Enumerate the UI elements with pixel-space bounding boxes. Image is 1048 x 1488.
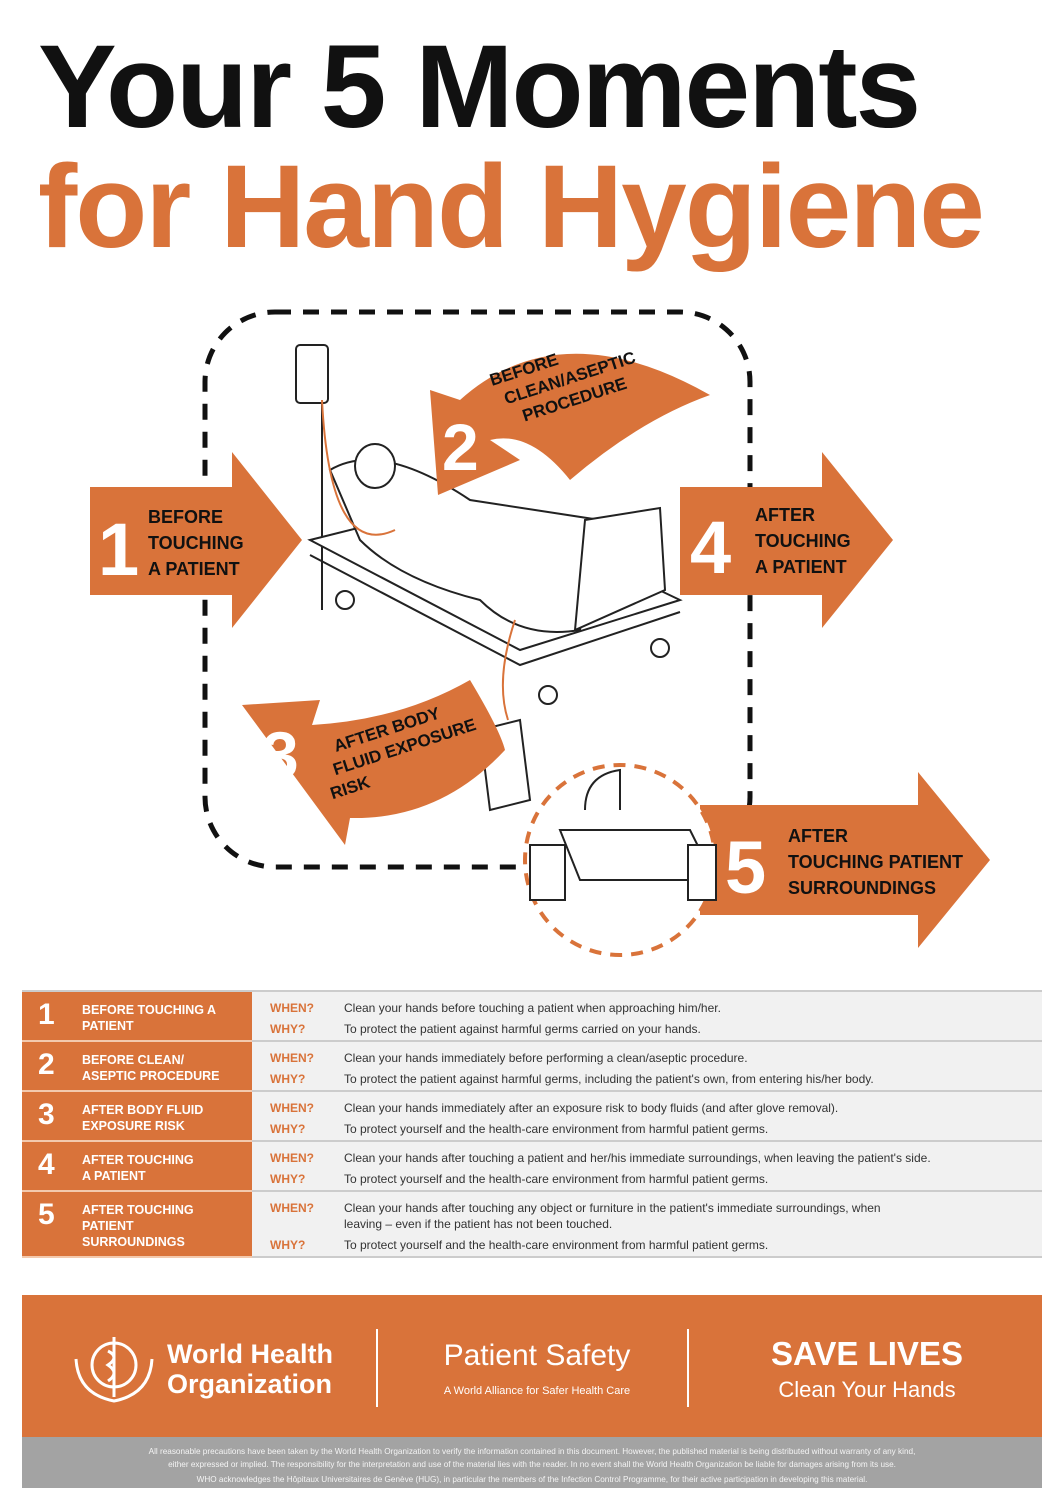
- when-label: WHEN?: [270, 1051, 314, 1065]
- moment-3-arrow: 3 AFTER BODY FLUID EXPOSURE RISK: [242, 680, 505, 845]
- why-label: WHY?: [270, 1122, 306, 1136]
- why-label: WHY?: [270, 1238, 306, 1252]
- moment-4-arrow: 4 AFTER TOUCHING A PATIENT: [680, 452, 893, 628]
- table-row: 3 AFTER BODY FLUID EXPOSURE RISK WHEN? Cle…: [22, 1092, 1042, 1142]
- moment-5-label: AFTER: [788, 826, 848, 846]
- row-details: WHEN? Clean your hands immediately before…: [252, 1042, 1042, 1090]
- row-header: 5 AFTER TOUCHING PATIENT SURROUNDINGS: [22, 1192, 252, 1258]
- why-text: To protect yourself and the health-care …: [344, 1172, 769, 1186]
- moment-1-arrow: 1 BEFORE TOUCHING A PATIENT: [90, 452, 302, 628]
- when-label: WHEN?: [270, 1151, 314, 1165]
- moment-5-label: SURROUNDINGS: [788, 878, 936, 898]
- disclaimer-line: All reasonable precautions have been tak…: [148, 1447, 916, 1456]
- table-row: 5 AFTER TOUCHING PATIENT SURROUNDINGS WHE…: [22, 1192, 1042, 1258]
- patient-safety-title: Patient Safety: [443, 1339, 631, 1372]
- when-text: Clean your hands immediately before perf…: [344, 1051, 748, 1065]
- row-header: 2 BEFORE CLEAN/ ASEPTIC PROCEDURE: [22, 1042, 252, 1092]
- row-number: 3: [38, 1098, 55, 1131]
- when-text: Clean your hands immediately after an ex…: [344, 1101, 839, 1115]
- surroundings-illustration: [529, 768, 717, 901]
- moment-4-label: A PATIENT: [755, 557, 847, 577]
- moment-2-number: 2: [442, 410, 479, 484]
- row-details: WHEN? Clean your hands after touching any…: [252, 1192, 1042, 1256]
- table-row: 2 BEFORE CLEAN/ ASEPTIC PROCEDURE WHEN? Cl…: [22, 1042, 1042, 1092]
- who-emblem-icon: [74, 1337, 154, 1403]
- who-line-2: Organization: [167, 1369, 333, 1399]
- title-line-1: Your 5 Moments: [38, 21, 921, 153]
- row-header: 3 AFTER BODY FLUID EXPOSURE RISK: [22, 1092, 252, 1142]
- when-text: Clean your hands before touching a patie…: [344, 1001, 721, 1015]
- patient-zone-border: [202, 309, 753, 870]
- row-details: WHEN? Clean your hands immediately after …: [252, 1092, 1042, 1140]
- when-text: Clean your hands after touching any obje…: [344, 1201, 881, 1231]
- moment-1-label: A PATIENT: [148, 559, 240, 579]
- who-line-1: World Health: [167, 1339, 334, 1369]
- row-details: WHEN? Clean your hands before touching a …: [252, 992, 1042, 1040]
- when-label: WHEN?: [270, 1101, 314, 1115]
- row-label: BEFORE CLEAN/ ASEPTIC PROCEDURE: [82, 1053, 220, 1083]
- why-text: To protect the patient against harmful g…: [344, 1022, 701, 1036]
- patient-bed-illustration: [295, 344, 683, 812]
- row-label: AFTER TOUCHING A PATIENT: [82, 1153, 194, 1183]
- why-label: WHY?: [270, 1172, 306, 1186]
- why-text: To protect yourself and the health-care …: [344, 1122, 769, 1136]
- row-number: 2: [38, 1048, 55, 1081]
- table-row: 1 BEFORE TOUCHING A PATIENT WHEN? Clean yo…: [22, 992, 1042, 1042]
- divider: [687, 1329, 689, 1407]
- why-label: WHY?: [270, 1072, 306, 1086]
- disclaimer-line: WHO acknowledges the Hôpitaux Universita…: [196, 1475, 868, 1484]
- row-header: 4 AFTER TOUCHING A PATIENT: [22, 1142, 252, 1192]
- row-details: WHEN? Clean your hands after touching a p…: [252, 1142, 1042, 1190]
- moment-3-number: 3: [262, 718, 299, 792]
- disclaimer: All reasonable precautions have been tak…: [22, 1437, 1042, 1488]
- row-number: 1: [38, 998, 55, 1031]
- when-label: WHEN?: [270, 1001, 314, 1015]
- moments-table: 1 BEFORE TOUCHING A PATIENT WHEN? Clean yo…: [22, 990, 1042, 1258]
- moment-2-arrow: 2 BEFORE CLEAN/ASEPTIC PROCEDURE: [430, 348, 710, 495]
- why-label: WHY?: [270, 1022, 306, 1036]
- moment-5-number: 5: [725, 826, 766, 909]
- row-label: AFTER BODY FLUID EXPOSURE RISK: [82, 1103, 204, 1133]
- divider: [376, 1329, 378, 1407]
- when-label: WHEN?: [270, 1201, 314, 1215]
- moment-1-number: 1: [98, 508, 139, 591]
- patient-safety-subtitle: A World Alliance for Safer Health Care: [443, 1385, 631, 1397]
- row-label: BEFORE TOUCHING A PATIENT: [82, 1003, 216, 1033]
- moment-4-number: 4: [690, 506, 731, 589]
- moment-5-arrow: 5 AFTER TOUCHING PATIENT SURROUNDINGS: [523, 763, 990, 957]
- row-number: 5: [38, 1198, 55, 1231]
- row-number: 4: [38, 1148, 55, 1181]
- table-row: 4 AFTER TOUCHING A PATIENT WHEN? Clean you…: [22, 1142, 1042, 1192]
- moment-1-label: BEFORE: [148, 507, 223, 527]
- title-line-2: for Hand Hygiene: [38, 141, 985, 273]
- clean-hands-text: Clean Your Hands: [778, 1377, 956, 1402]
- five-moments-diagram: 1 BEFORE TOUCHING A PATIENT 4 AFTER TOUC…: [90, 309, 990, 957]
- why-text: To protect the patient against harmful g…: [344, 1072, 874, 1086]
- moment-4-label: TOUCHING: [755, 531, 851, 551]
- disclaimer-line: either expressed or implied. The respons…: [168, 1460, 896, 1469]
- row-header: 1 BEFORE TOUCHING A PATIENT: [22, 992, 252, 1042]
- save-lives-text: SAVE LIVES: [771, 1335, 963, 1372]
- moment-1-label: TOUCHING: [148, 533, 244, 553]
- moment-4-label: AFTER: [755, 505, 815, 525]
- when-text: Clean your hands after touching a patien…: [344, 1151, 931, 1165]
- row-label: AFTER TOUCHING PATIENT SURROUNDINGS: [82, 1203, 194, 1249]
- moment-5-label: TOUCHING PATIENT: [788, 852, 963, 872]
- why-text: To protect yourself and the health-care …: [344, 1238, 769, 1252]
